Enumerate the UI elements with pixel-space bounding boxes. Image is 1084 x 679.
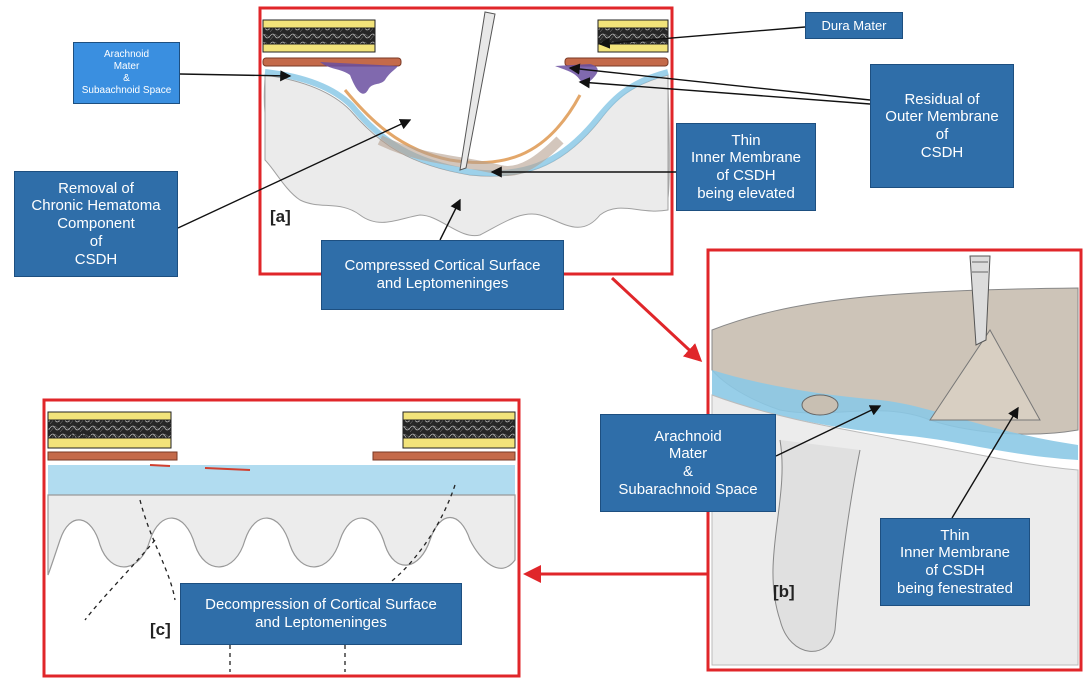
surgical-probe-icon [459, 11, 496, 171]
dura-edge-left-c [47, 451, 178, 461]
dura-edge-right-c [372, 451, 516, 461]
subarachnoid-space-b [712, 370, 1078, 460]
decompression-line-left-2 [84, 539, 156, 621]
callout-compressed-cortical-surface: Compressed Cortical Surface and Leptomen… [321, 240, 564, 310]
panel-a [258, 6, 674, 276]
compressed-cortex [264, 74, 669, 237]
callout-residual-outer-membrane: Residual of Outer Membrane of CSDH [870, 64, 1014, 188]
rolled-membrane-edge [801, 394, 839, 416]
surgical-probe-icon [969, 255, 991, 346]
panel-c-label: [c] [150, 620, 171, 639]
residual-clot-c [204, 467, 251, 471]
callout-decompression-cortical-surface: Decompression of Cortical Surface and Le… [180, 583, 462, 645]
pointer-lines [177, 26, 1019, 519]
dura-handwriting: DURA [70, 431, 93, 440]
residual-clot-left [320, 62, 398, 94]
sulcus-b [772, 439, 861, 652]
arrow-a-to-b [610, 276, 703, 363]
decompression-line-left [139, 499, 176, 601]
subarachnoid-space-a [264, 69, 669, 177]
skull-bone-left-c [47, 411, 172, 449]
skull-bone-left [262, 19, 376, 53]
callout-thin-inner-membrane-elevated: Thin Inner Membrane of CSDH being elevat… [676, 123, 816, 211]
panel-b-label: [b] [773, 582, 795, 601]
skull-bone-right [597, 19, 669, 53]
callout-arachnoid-top: Arachnoid Mater & Subaachnoid Space [73, 42, 180, 104]
panel-a-label: [a] [270, 207, 291, 226]
dura-edge-right [564, 57, 669, 67]
callout-arachnoid-b: Arachnoid Mater & Subarachnoid Space [600, 414, 776, 512]
skull-bone-right-c [402, 411, 516, 449]
fenestration-tent [929, 329, 1041, 421]
subarachnoid-space-c [48, 465, 515, 495]
callout-removal-chronic-hematoma: Removal of Chronic Hematoma Component of… [14, 171, 178, 277]
callout-dura-mater: Dura Mater [805, 12, 903, 39]
callout-thin-inner-membrane-fenestrated: Thin Inner Membrane of CSDH being fenest… [880, 518, 1030, 606]
decompressed-gyri [47, 494, 516, 576]
